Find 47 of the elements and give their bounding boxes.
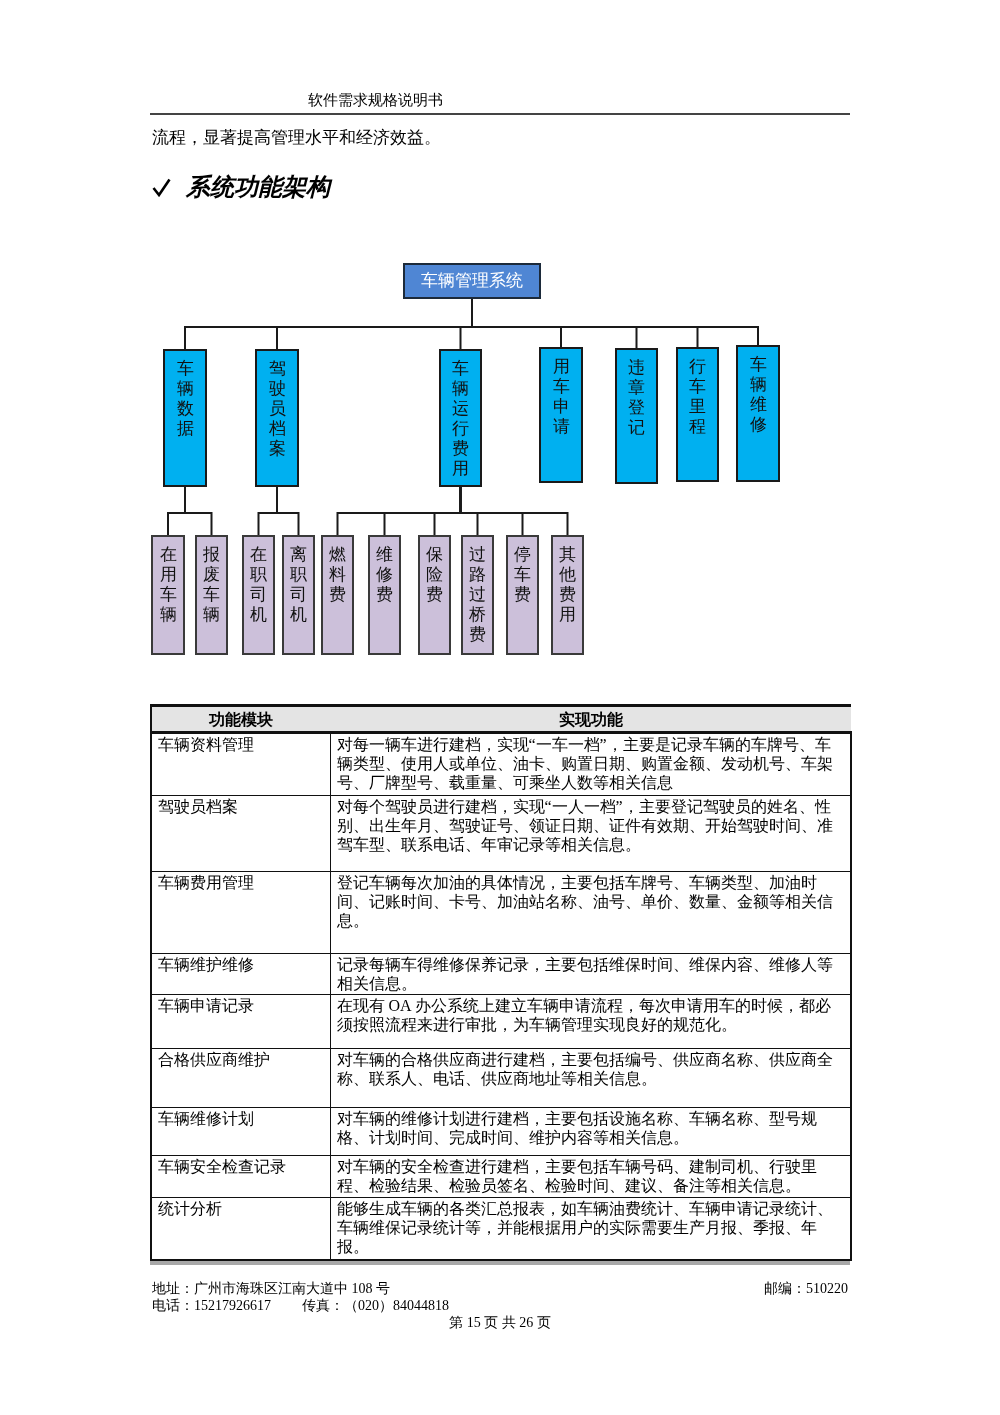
function-description: 能够生成车辆的各类汇总报表，如车辆油费统计、车辆申请记录统计、车辆维保记录统计等，并能根据用户的实际需要生产月报、季报、年报。 — [330, 1197, 851, 1260]
function-description: 记录每辆车得维修保养记录，主要包括维保时间、维保内容、维修人等相关信息。 — [330, 953, 851, 995]
module-box: 违章登记 — [615, 348, 658, 484]
column-header: 功能模块 — [151, 705, 330, 733]
connector-line — [471, 298, 759, 346]
function-description: 在现有 OA 办公系统上建立车辆申请流程，每次申请用车的时候，都必须按照流程来进行审批，为车辆管理实现良好的规范化。 — [330, 994, 851, 1049]
submodule-box: 燃料费 — [321, 535, 354, 655]
module-name: 车辆资料管理 — [151, 732, 330, 796]
phone-text: 电话：15217926617 — [152, 1297, 271, 1315]
module-box: 车辆运行费用 — [439, 349, 482, 487]
submodule-box: 报废车辆 — [195, 535, 228, 655]
submodule-box: 离职司机 — [282, 535, 315, 655]
module-name: 统计分析 — [151, 1197, 330, 1260]
connector-line — [276, 486, 300, 536]
module-box: 用车申请 — [539, 347, 583, 483]
function-description: 对车辆的安全检查进行建档，主要包括车辆号码、建制司机、行驶里程、检验结果、检验员签名、检验时间、建议、备注等相关信息。 — [330, 1155, 851, 1198]
function-description: 对车辆的维修计划进行建档，主要包括设施名称、车辆名称、型号规格、计划时间、完成时间、维护内容等相关信息。 — [330, 1107, 851, 1156]
function-description: 登记车辆每次加油的具体情况，主要包括车牌号、车辆类型、加油时间、记账时间、卡号、加油站名称、油号、单价、数量、金额等相关信息。 — [330, 871, 851, 954]
submodule-box: 在职司机 — [242, 535, 275, 655]
submodule-box: 维修费 — [368, 535, 401, 655]
function-description: 对车辆的合格供应商进行建档，主要包括编号、供应商名称、供应商全称、联系人、电话、供应商地址等相关信息。 — [330, 1048, 851, 1108]
module-box: 行车里程 — [676, 347, 719, 482]
module-name: 车辆维修计划 — [151, 1107, 330, 1156]
running-header: 软件需求规格说明书 — [308, 91, 443, 109]
function-description: 对每一辆车进行建档，实现“一车一档”，主要是记录车辆的车牌号、车辆类型、使用人或单位、油卡、购置日期、购置金额、发动机号、车架号、厂牌型号、载重量、可乘坐人数等相关信息 — [330, 732, 851, 796]
submodule-box: 保险费 — [418, 535, 451, 655]
fax-text: 传真：（020）84044818 — [302, 1297, 449, 1315]
submodule-box: 其他费用 — [551, 535, 584, 655]
system-box: 车辆管理系统 — [403, 263, 541, 299]
postcode-text: 邮编：510220 — [764, 1280, 848, 1298]
module-name: 车辆维护维修 — [151, 953, 330, 995]
module-box: 车辆维修 — [736, 345, 780, 482]
module-name: 驾驶员档案 — [151, 795, 330, 872]
module-name: 车辆费用管理 — [151, 871, 330, 954]
address-text: 地址：广州市海珠区江南大道中 108 号 — [152, 1280, 390, 1298]
body-text: 流程，显著提高管理水平和经济效益。 — [152, 128, 441, 148]
module-box: 车辆数据 — [163, 349, 207, 487]
module-name: 车辆申请记录 — [151, 994, 330, 1049]
column-header: 实现功能 — [330, 705, 851, 733]
submodule-box: 过路过桥费 — [461, 535, 494, 655]
submodule-box: 在用车辆 — [151, 535, 185, 655]
function-description: 对每个驾驶员进行建档，实现“一人一档”，主要登记驾驶员的姓名、性别、出生年月、驾驶证号、领证日期、证件有效期、开始驾驶时间、准驾车型、联系电话、年审记录等相关信息。 — [330, 795, 851, 872]
module-name: 合格供应商维护 — [151, 1048, 330, 1108]
page-number: 第 15 页 共 26 页 — [449, 1314, 551, 1332]
module-box: 驾驶员档案 — [255, 349, 299, 487]
module-name: 车辆安全检查记录 — [151, 1155, 330, 1198]
submodule-box: 停车费 — [506, 535, 539, 655]
